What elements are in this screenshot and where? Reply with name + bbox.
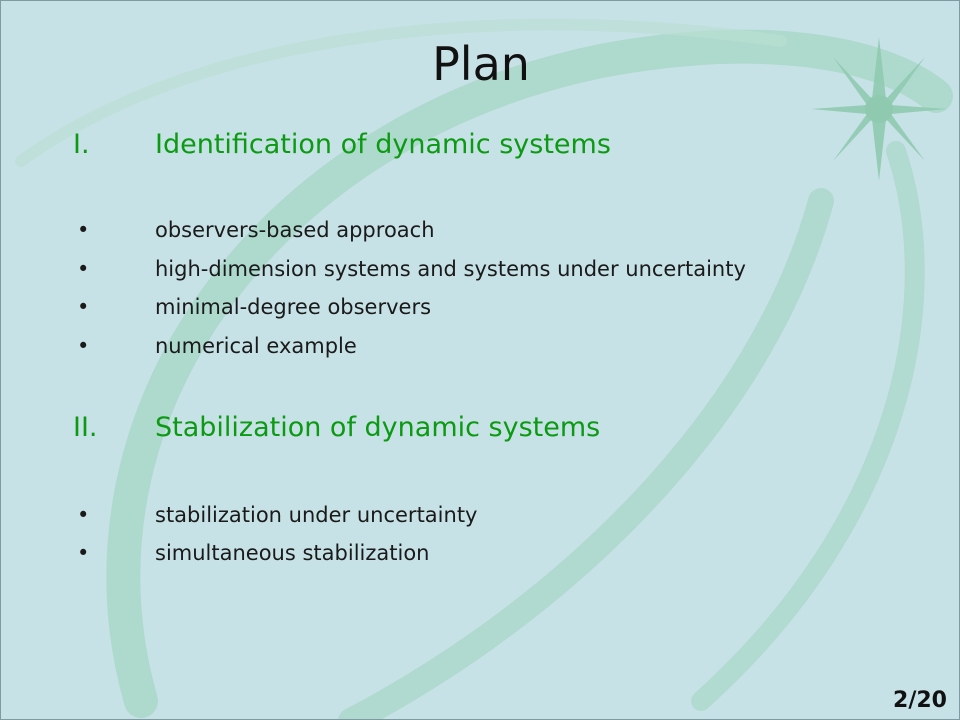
swirl-arc-outer bbox=[106, 29, 953, 718]
section-heading-text: Stabilization of dynamic systems bbox=[155, 412, 601, 443]
swirl-arc-inner bbox=[338, 188, 834, 719]
section-numeral: I. bbox=[73, 129, 90, 160]
page-number: 2/20 bbox=[893, 688, 947, 713]
section-heading-text: Identification of dynamic systems bbox=[155, 129, 611, 160]
bullet-icon: • bbox=[77, 218, 90, 242]
list-item-text: numerical example bbox=[155, 334, 357, 358]
bullet-icon: • bbox=[77, 334, 90, 358]
list-item: • high-dimension systems and systems und… bbox=[73, 257, 833, 285]
slide-title: Plan bbox=[432, 37, 530, 91]
list-item: • stabilization under uncertainty bbox=[73, 503, 833, 531]
list-item-text: minimal-degree observers bbox=[155, 295, 432, 319]
list-item-text: stabilization under uncertainty bbox=[155, 503, 478, 527]
list-item: • minimal-degree observers bbox=[73, 295, 833, 323]
list-item-text: high-dimension systems and systems under… bbox=[155, 257, 746, 281]
bullet-icon: • bbox=[77, 257, 90, 281]
list-item: • numerical example bbox=[73, 334, 833, 362]
bullet-icon: • bbox=[77, 295, 90, 319]
list-item-text: observers-based approach bbox=[155, 218, 435, 242]
list-item-text: simultaneous stabilization bbox=[155, 541, 430, 565]
list-item: • observers-based approach bbox=[73, 218, 833, 246]
bullet-icon: • bbox=[77, 541, 90, 565]
swirl-arc-right bbox=[691, 141, 925, 711]
section-numeral: II. bbox=[73, 412, 98, 443]
list-item: • simultaneous stabilization bbox=[73, 541, 833, 569]
sparkle-star-icon bbox=[811, 37, 947, 181]
bullet-icon: • bbox=[77, 503, 90, 527]
swirl-arc-top bbox=[15, 18, 787, 167]
